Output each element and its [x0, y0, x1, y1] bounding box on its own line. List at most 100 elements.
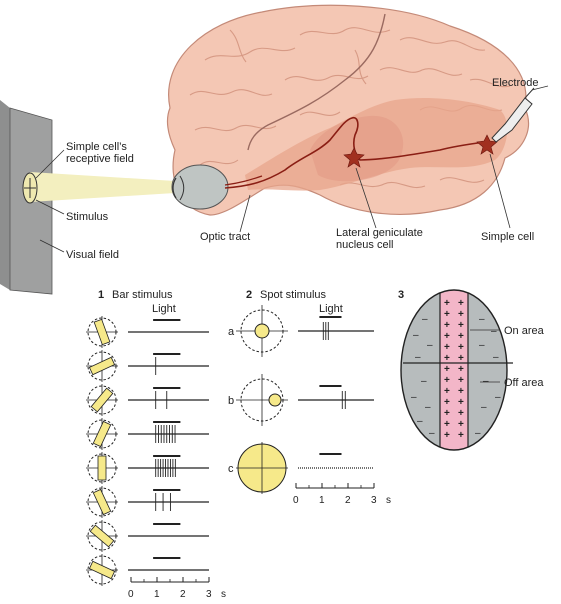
panel1-rows: [86, 316, 209, 586]
on-symbol: +: [458, 309, 464, 320]
on-symbol: +: [444, 320, 450, 331]
on-symbol: +: [458, 375, 464, 386]
panel2-title: Spot stimulus: [260, 289, 327, 301]
bar-stimulus-row: [86, 418, 209, 450]
on-symbol: +: [458, 397, 464, 408]
receptive-field-map: ++++++++++++++++++++++++++––––––––––––––…: [400, 289, 513, 451]
on-symbol: +: [444, 353, 450, 364]
bar-stimulus: [88, 356, 116, 376]
bar-stimulus-row: [86, 554, 209, 586]
lgn-cell-marker: [343, 147, 365, 168]
off-symbol: –: [495, 392, 501, 403]
light-beam: [30, 172, 175, 202]
off-symbol: –: [429, 428, 435, 439]
bar-stimulus: [88, 560, 116, 580]
off-symbol: –: [475, 428, 481, 439]
spot-stimulus-row: c: [228, 442, 374, 494]
panel1-title: Bar stimulus: [112, 289, 173, 301]
electrode-icon: [491, 85, 549, 143]
on-symbol: +: [444, 364, 450, 375]
on-symbol: +: [458, 320, 464, 331]
on-symbol: +: [458, 364, 464, 375]
bar-stimulus: [89, 524, 115, 548]
on-symbol: +: [458, 342, 464, 353]
visual-field-label: Visual field: [66, 249, 119, 261]
time-tick-label: 2: [180, 589, 186, 600]
on-symbol: +: [458, 408, 464, 419]
on-symbol: +: [444, 309, 450, 320]
bar-stimulus: [93, 318, 111, 346]
bar-stimulus: [92, 420, 112, 448]
off-symbol: –: [483, 376, 489, 387]
off-symbol: –: [425, 402, 431, 413]
off-symbol: –: [479, 340, 485, 351]
bar-stimulus-row: [86, 350, 209, 382]
time-tick-label: 1: [154, 589, 160, 600]
off-symbol: –: [411, 392, 417, 403]
off-symbol: –: [479, 314, 485, 325]
bar-stimulus-row: [86, 520, 209, 552]
spot-stimulus: [268, 393, 282, 407]
off-symbol: –: [481, 402, 487, 413]
bar-stimulus: [90, 387, 114, 413]
receptive-field-symbols: ++++++++++++++++++++++++++––––––––––––––…: [411, 298, 501, 441]
on-symbol: +: [458, 298, 464, 309]
on-area-label: On area: [504, 325, 545, 337]
on-symbol: +: [444, 298, 450, 309]
eye-icon: [171, 164, 229, 210]
stimulus-label: Stimulus: [66, 211, 109, 223]
bar-stimulus-row: [86, 452, 209, 484]
off-symbol: –: [421, 376, 427, 387]
on-symbol: +: [458, 419, 464, 430]
on-symbol: +: [444, 430, 450, 441]
time-tick-label: 3: [206, 589, 212, 600]
time-tick-label: 0: [293, 495, 299, 506]
on-symbol: +: [444, 331, 450, 342]
on-symbol: +: [444, 408, 450, 419]
on-symbol: +: [458, 331, 464, 342]
panel2-rows: a b c: [228, 305, 374, 494]
time-tick-label: 2: [345, 495, 351, 506]
on-symbol: +: [444, 397, 450, 408]
time-unit-label: s: [221, 589, 226, 600]
off-area-label: Off area: [504, 377, 544, 389]
spot-row-label: b: [228, 395, 234, 407]
on-symbol: +: [458, 430, 464, 441]
off-symbol: –: [415, 352, 421, 363]
simple-cell-marker: [476, 134, 498, 155]
brain-illustration: [166, 4, 530, 216]
time-tick-label: 3: [371, 495, 377, 506]
panel2-light-label: Light: [319, 303, 343, 315]
off-symbol: –: [493, 352, 499, 363]
bar-stimulus-row: [86, 384, 209, 416]
on-symbol: +: [444, 375, 450, 386]
on-symbol: +: [458, 353, 464, 364]
spot-stimulus: [254, 323, 270, 339]
panel3-number: 3: [398, 289, 404, 301]
on-symbol: +: [444, 419, 450, 430]
panel1-number: 1: [98, 289, 104, 301]
spot-stimulus-row: a: [228, 305, 374, 357]
bar-stimulus: [97, 455, 107, 481]
bar-stimulus-row: [86, 316, 209, 348]
on-symbol: +: [458, 386, 464, 397]
off-symbol: –: [491, 326, 497, 337]
on-symbol: +: [444, 342, 450, 353]
off-symbol: –: [417, 416, 423, 427]
optic-nerve-pathway: [224, 116, 486, 189]
simple-cell-label: Simple cell: [481, 231, 534, 243]
bar-stimulus-row: [86, 486, 209, 518]
bar-stimulus: [92, 488, 112, 516]
on-symbol: +: [444, 386, 450, 397]
spot-row-label: c: [228, 463, 234, 475]
electrode-label: Electrode: [492, 77, 538, 89]
spot-stimulus-row: b: [228, 374, 374, 426]
off-symbol: –: [413, 330, 419, 341]
time-tick-label: 0: [128, 589, 134, 600]
off-symbol: –: [427, 340, 433, 351]
